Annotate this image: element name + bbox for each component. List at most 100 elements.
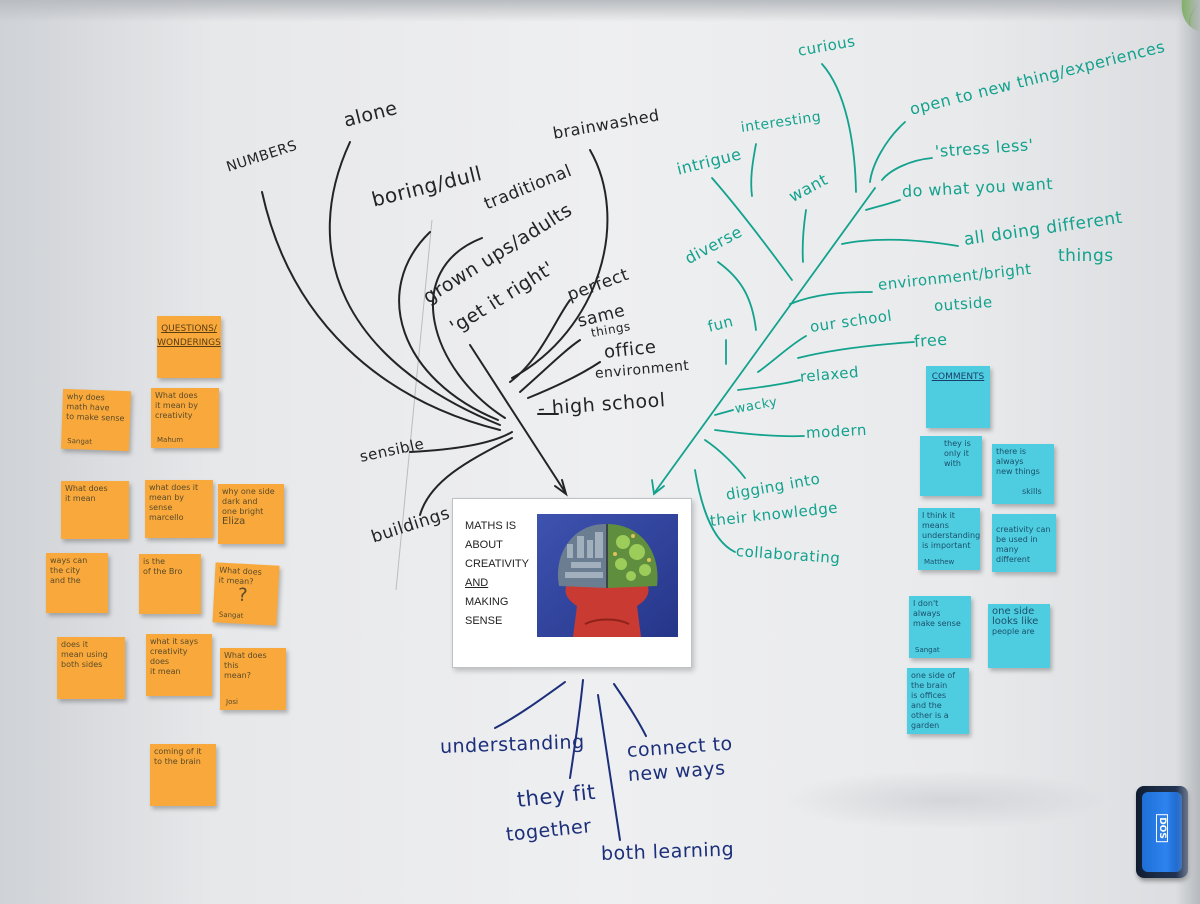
orange-note-4-sign: marcello	[149, 513, 184, 522]
cyan-note-5: I don't always make sense Sangat	[909, 596, 971, 658]
cyan-note-7-line4: and the	[911, 701, 942, 710]
orange-note-2-line1: What does	[155, 391, 198, 400]
orange-note-2-line3: creativity	[155, 411, 193, 420]
orange-note-1-line3: to make sense	[65, 411, 125, 423]
teal-line-collaborating	[694, 469, 736, 553]
orange-note-9-line1: does it	[61, 640, 88, 649]
cyan-note-1-line3: with	[944, 459, 961, 468]
cyan-note-6: one side looks like people are	[988, 604, 1050, 668]
teal-line-intrigue	[711, 177, 793, 281]
orange-note-5: why one side dark and one bright Eliza	[218, 484, 284, 544]
cyan-note-1: they is only it with	[920, 436, 982, 496]
teal-line-do-what	[865, 199, 901, 211]
orange-note-12: coming of it to the brain	[150, 744, 216, 806]
black-line-buildings	[419, 437, 513, 516]
orange-note-3-line2: it mean	[65, 494, 96, 503]
orange-note-2-sign: Mahum	[157, 436, 184, 444]
orange-note-7-line1: is the	[143, 557, 166, 566]
orange-note-11-line2: mean?	[224, 671, 251, 680]
orange-note-12-line1: coming of it	[154, 747, 202, 756]
black-arrow-shaft	[469, 344, 566, 493]
questions-header-line2: WONDERINGS	[157, 338, 221, 348]
orange-note-6-line3: and the	[50, 576, 81, 585]
brain-poster-illustration	[537, 514, 678, 637]
teal-line-diverse	[717, 261, 757, 331]
orange-note-5-line2: dark and	[222, 497, 258, 506]
orange-note-10-line3: it mean	[150, 667, 181, 676]
plant-leaf-icon	[1181, 0, 1200, 32]
questions-header-note: QUESTIONS/ WONDERINGS	[157, 316, 221, 378]
black-line-traditional	[431, 237, 506, 419]
cyan-note-7-line2: the brain	[911, 681, 948, 690]
teal-arrow-head	[651, 479, 665, 496]
orange-note-11-line1: What does this	[224, 651, 267, 670]
orange-note-8: What does it mean? ? Sangat	[212, 562, 280, 626]
black-line-same	[519, 339, 581, 393]
cyan-note-4: creativity can be used in many different	[992, 514, 1056, 572]
orange-note-12-line2: to the brain	[154, 757, 201, 766]
cyan-note-3: I think it means understanding is import…	[918, 508, 980, 570]
orange-note-3-line1: What does	[65, 484, 108, 493]
orange-note-11: What does this mean? Josi	[220, 648, 286, 710]
cyan-note-1-line1: they is	[944, 439, 971, 448]
black-arrow-head	[554, 479, 568, 497]
orange-note-3: What does it mean	[61, 481, 129, 539]
whiteboard-eraser[interactable]: DOS	[1136, 786, 1188, 878]
black-line-alone	[328, 141, 501, 426]
card-line-1: MATHS IS	[465, 520, 517, 532]
orange-note-5-line3: one bright	[222, 507, 264, 516]
orange-note-7: is the of the Bro	[139, 554, 201, 614]
card-caption: MATHS IS ABOUT CREATIVITY AND MAKING SEN…	[465, 517, 545, 631]
teal-line-relaxed	[737, 379, 801, 391]
comments-header-label: COMMENTS	[931, 372, 985, 382]
orange-note-9-line2: mean using	[61, 650, 108, 659]
card-line-3: CREATIVITY	[465, 558, 529, 570]
orange-note-8-sign: Sangat	[218, 610, 244, 620]
cyan-note-4-line1: creativity can	[996, 525, 1051, 534]
teal-line-digging	[704, 439, 746, 479]
teal-line-our-school	[757, 335, 807, 373]
orange-note-8-question-glyph: ?	[237, 584, 249, 607]
cyan-note-6-line2: looks like	[992, 616, 1039, 627]
black-line-office	[527, 361, 601, 399]
word-things-teal: things	[1058, 246, 1114, 266]
cyan-note-2-line3: skills	[1022, 487, 1042, 496]
teal-line-interesting	[750, 143, 757, 197]
navy-line-they-fit	[569, 679, 584, 779]
orange-note-6: ways can the city and the	[46, 553, 108, 613]
cyan-note-5-line2: make sense	[913, 619, 961, 628]
navy-line-both-learning	[597, 694, 621, 841]
orange-note-4: what does it mean by sense marcello	[145, 480, 213, 538]
navy-line-connect	[613, 683, 647, 737]
card-line-2: ABOUT	[465, 539, 503, 551]
cyan-note-2-line2: new things	[996, 467, 1040, 476]
navy-line-understanding	[494, 681, 566, 729]
centre-card: MATHS IS ABOUT CREATIVITY AND MAKING SEN…	[452, 498, 692, 668]
word-both-learning: both learning	[600, 838, 735, 865]
faint-pencil-line	[395, 219, 433, 591]
orange-note-5-line1: why one side	[222, 487, 275, 496]
cyan-note-3-line2: means understanding	[922, 521, 980, 540]
cyan-note-4-line3: many different	[996, 545, 1030, 564]
orange-note-10-line1: what it says	[150, 637, 199, 646]
teal-line-want	[801, 209, 807, 263]
orange-note-10: what it says creativity does it mean	[146, 634, 212, 696]
card-line-6: SENSE	[465, 615, 503, 627]
teal-line-modern	[714, 429, 805, 438]
cyan-note-3-sign: Matthew	[924, 558, 955, 566]
comments-header-note: COMMENTS	[926, 366, 990, 428]
cyan-note-6-line3: people are	[992, 627, 1035, 636]
orange-note-10-line2: creativity does	[150, 647, 188, 666]
orange-note-9: does it mean using both sides	[57, 637, 125, 699]
cyan-note-7-line5: other is a	[911, 711, 949, 720]
cyan-note-1-line2: only it	[944, 449, 969, 458]
cyan-note-6-line1: one side	[992, 606, 1035, 617]
questions-header-line1: QUESTIONS/	[161, 324, 217, 334]
orange-note-11-sign: Josi	[226, 698, 238, 706]
black-line-boring	[398, 231, 499, 421]
cyan-note-7: one side of the brain is offices and the…	[907, 668, 969, 734]
orange-note-4-line2: mean by sense	[149, 493, 185, 512]
card-line-4: AND	[465, 577, 489, 589]
